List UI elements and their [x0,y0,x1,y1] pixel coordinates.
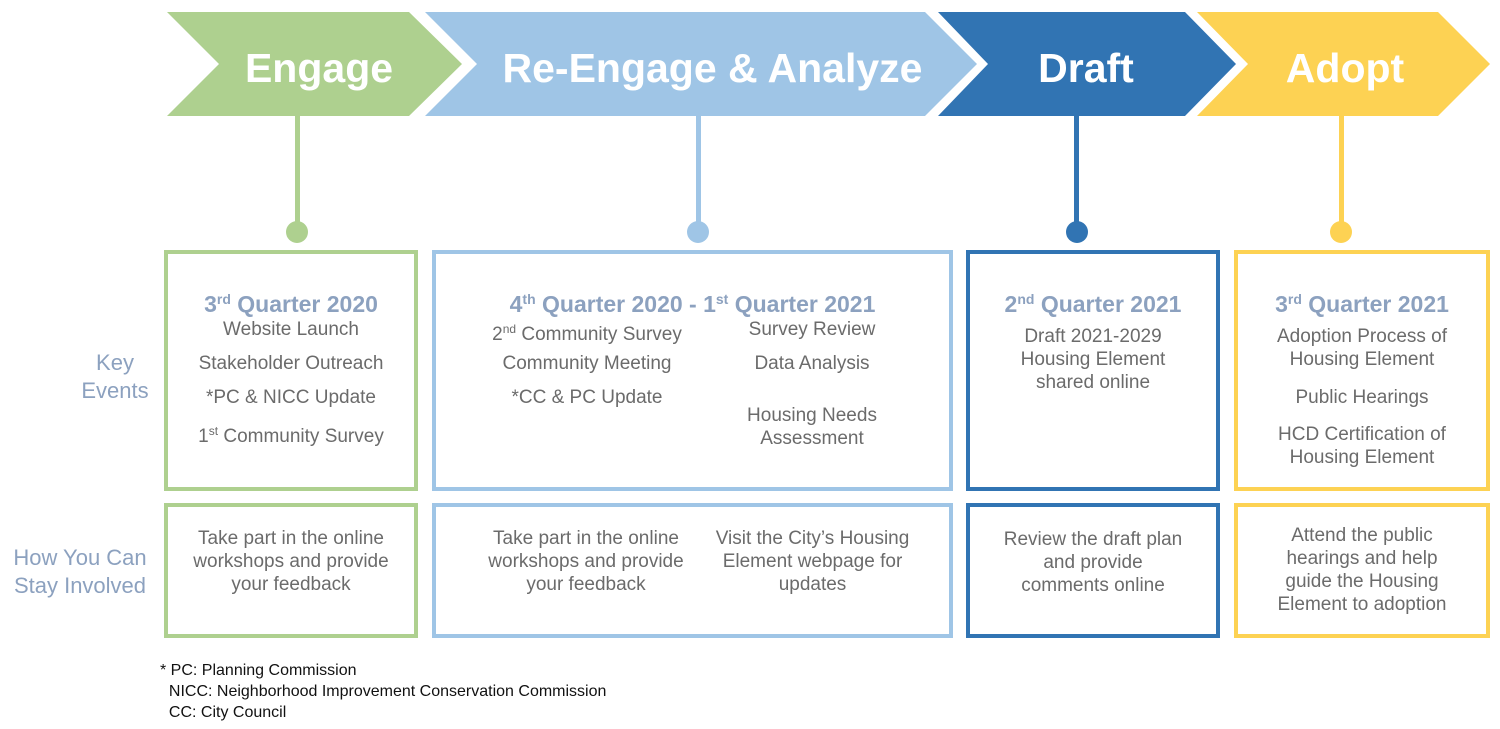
draft-events-box: 2nd Quarter 2021 Draft 2021-2029 Housing… [966,250,1220,491]
adopt-dot [1330,221,1352,243]
engage-quarter-title: 3rd Quarter 2020 [204,291,378,317]
adopt-chevron [1197,12,1490,116]
adopt-event: Public Hearings [1295,387,1429,408]
reengage-quarter-title: 4th Quarter 2020 - 1st Quarter 2021 [509,291,876,317]
engage-dot [286,221,308,243]
reengage-event: Community Meeting [502,353,672,374]
adopt-event: HCD Certification of Housing Element [1278,424,1446,468]
reengage-dot [687,221,709,243]
engage-event: Website Launch [223,319,359,340]
reengage-event: Data Analysis [754,353,870,374]
engage-event: Stakeholder Outreach [198,353,384,374]
adopt-quarter-title: 3rd Quarter 2021 [1275,291,1449,317]
draft-connector [1074,116,1079,226]
engage-events-box: 3rd Quarter 2020 Website Launch Stakehol… [164,250,418,491]
draft-chevron [938,12,1236,116]
reengage-events-box: 4th Quarter 2020 - 1st Quarter 2021 2nd … [432,250,953,491]
engage-event: 1st Community Survey [198,424,384,447]
adopt-involve-box: Attend the public hearings and help guid… [1234,503,1490,638]
engage-involve-text: Take part in the online workshops and pr… [193,528,389,595]
reengage-connector [696,116,701,226]
row-label-key-events: Key Events [81,350,149,403]
reengage-event: Survey Review [748,319,876,340]
engage-chevron [167,12,462,116]
reengage-event: *CC & PC Update [511,387,663,408]
footnote-line: * PC: Planning Commission [160,662,357,679]
footnote-line: NICC: Neighborhood Improvement Conservat… [160,683,607,700]
draft-event: Draft 2021-2029 Housing Element shared o… [1020,326,1166,393]
draft-involve-text: Review the draft plan and provide commen… [1003,529,1183,596]
draft-quarter-title: 2nd Quarter 2021 [1004,291,1182,317]
engage-event: *PC & NICC Update [205,387,376,408]
phase-banner [167,12,1490,116]
draft-dot [1066,221,1088,243]
phase-label-adopt: Adopt [1285,45,1405,91]
reengage-involve-box: Take part in the online workshops and pr… [432,503,953,638]
reengage-chevron [425,12,977,116]
reengage-involve-text: Visit the City’s Housing Element webpage… [715,528,910,595]
reengage-event: Housing Needs Assessment [747,405,877,449]
row-label-stay-involved: How You Can Stay Involved [13,545,147,598]
reengage-involve-text: Take part in the online workshops and pr… [488,528,684,595]
engage-connector [295,116,300,226]
adopt-events-box: 3rd Quarter 2021 Adoption Process of Hou… [1234,250,1490,491]
adopt-involve-text: Attend the public hearings and help guid… [1277,525,1447,615]
adopt-connector [1339,116,1344,226]
phase-label-draft: Draft [1038,45,1134,91]
draft-involve-box: Review the draft plan and provide commen… [966,503,1220,638]
phase-label-reengage: Re-Engage & Analyze [502,45,923,91]
adopt-event: Adoption Process of Housing Element [1276,326,1448,370]
phase-label-engage: Engage [244,45,394,91]
engage-involve-box: Take part in the online workshops and pr… [164,503,418,638]
footnote-line: CC: City Council [160,704,287,721]
reengage-event: 2nd Community Survey [492,322,682,345]
